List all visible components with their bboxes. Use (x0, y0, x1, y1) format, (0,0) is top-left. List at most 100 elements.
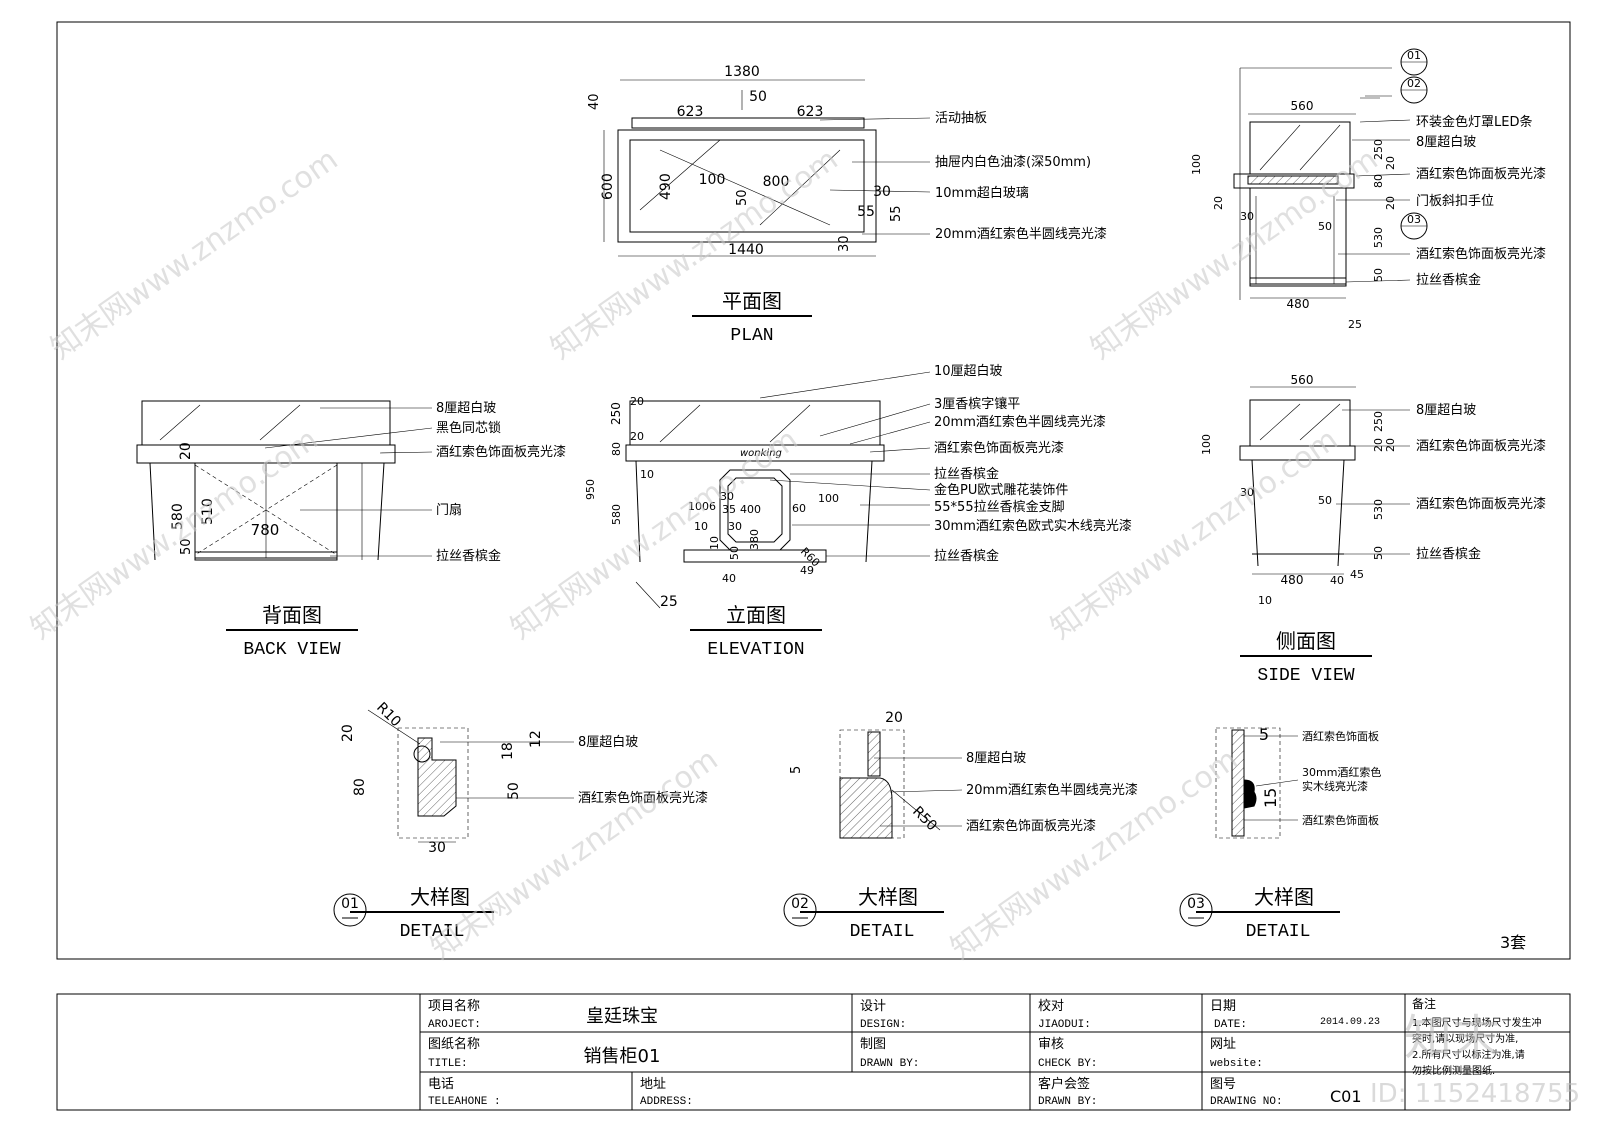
elev-callout-1: 10厘超白玻 (934, 363, 1003, 379)
watermark-site-8: 知末网www.znzmo.com (945, 742, 1245, 967)
plan-dim-800: 800 (763, 174, 790, 190)
d3-title-cn: 大样图 (1254, 885, 1314, 909)
elev-dim-380: 380 (748, 529, 761, 550)
back-callout-3: 酒红索色饰面板亮光漆 (436, 444, 566, 460)
side-top-callout-2: 8厘超白玻 (1416, 134, 1476, 150)
tb-note-line-4: 勿按比例测量图纸. (1412, 1064, 1495, 1077)
elev-callout-4: 酒红索色饰面板亮光漆 (934, 440, 1064, 456)
tb-date-label-en: DATE: (1214, 1019, 1247, 1031)
side-dim-40: 40 (1330, 574, 1344, 587)
d2-dim-20: 20 (885, 710, 903, 726)
side-top-dim-20b: 20 (1384, 196, 1397, 210)
tb-audit-label-cn: 审核 (1038, 1037, 1064, 1052)
plan-dim-623a: 623 (677, 104, 704, 120)
detail-01-view: R10 20 80 18 12 50 30 8厘超白玻 酒红索色饰面板亮光漆 0… (333, 700, 708, 942)
tb-date-label-cn: 日期 (1210, 999, 1236, 1014)
d2-callout-2: 20mm酒红索色半圆线亮光漆 (966, 782, 1138, 798)
d1-dim-20: 20 (340, 724, 356, 742)
plan-dim-55a: 55 (857, 204, 875, 220)
back-dim-780: 780 (251, 521, 280, 539)
side-top-callout-6: 拉丝香槟金 (1416, 272, 1481, 288)
tb-address-label-en: ADDRESS: (640, 1096, 693, 1108)
watermark-site-2: 知末网www.znzmo.com (545, 142, 845, 367)
plan-dim-55b: 55 (889, 205, 904, 222)
plan-callout-4: 20mm酒红索色半圆线亮光漆 (935, 226, 1107, 242)
elev-dim-400: 400 (740, 503, 761, 516)
watermark-site-6: 知末网www.znzmo.com (1045, 422, 1345, 647)
d1-dim-30: 30 (428, 840, 446, 856)
d1-dim-50: 50 (506, 782, 522, 800)
tb-phone-label-en: TELEAHONE : (428, 1096, 501, 1108)
plan-callout-2: 抽屉内白色油漆(深50mm) (935, 154, 1091, 170)
d1-marker-circle (333, 893, 367, 927)
plan-dim-623b: 623 (797, 104, 824, 120)
tb-title-value: 销售柜01 (584, 1046, 661, 1067)
svg-text:wonking: wonking (740, 448, 782, 459)
plan-title-en: PLAN (730, 326, 773, 346)
elev-dim-250: 250 (609, 402, 623, 425)
d1-dim-12: 12 (528, 730, 544, 748)
side-top-callout-4: 门板斜扣手位 (1416, 194, 1494, 209)
side-dim-20b: 20 (1384, 438, 1397, 452)
plan-dim-40: 40 (587, 93, 602, 110)
d2-marker-circle (783, 893, 817, 927)
d3-callout-4: 酒红索色饰面板 (1302, 813, 1379, 827)
side-dim-50: 50 (1372, 546, 1385, 560)
back-title-cn: 背面图 (262, 603, 322, 627)
elev-dim-10c: 10 (708, 536, 721, 550)
side-callout-3: 酒红索色饰面板亮光漆 (1416, 496, 1546, 512)
d2-num: 02 (791, 896, 809, 912)
elev-callout-7: 55*55拉丝香槟金支脚 (934, 499, 1065, 515)
d3-title-en: DETAIL (1246, 922, 1311, 942)
tb-design-label-cn: 设计 (860, 999, 886, 1014)
detail-02-view: 20 5 R50 8厘超白玻 20mm酒红索色半圆线亮光漆 酒红索色饰面板亮光漆… (783, 710, 1138, 942)
side-top-callout-1: 环装金色灯罩LED条 (1416, 114, 1532, 130)
plan-callout-3: 10mm超白玻璃 (935, 185, 1029, 201)
side-top-dim-50: 50 (1372, 268, 1385, 282)
tb-project-value: 皇廷珠宝 (586, 1006, 658, 1027)
side-dim-10: 10 (1258, 594, 1272, 607)
side-top-dim-20c: 20 (1212, 196, 1225, 210)
elev-dim-950: 950 (584, 479, 597, 500)
plan-callout-1: 活动抽板 (935, 111, 987, 126)
watermark-logo: 知末 (1404, 1010, 1500, 1066)
side-top-dim-560: 560 (1291, 99, 1314, 113)
side-top-dim-20a: 20 (1384, 156, 1397, 170)
elev-dim-10a: 10 (640, 468, 654, 481)
side-section-view: 01 02 03 560 100 250 20 80 20 530 50 20 … (1190, 48, 1546, 331)
d3-num: 03 (1187, 896, 1205, 912)
side-callout-4: 拉丝香槟金 (1416, 546, 1481, 562)
side-top-dim-100: 100 (1190, 154, 1203, 175)
d3-marker-circle (1179, 893, 1213, 927)
plan-dim-30: 30 (873, 184, 891, 200)
marker-01-label: 01 (1407, 49, 1421, 62)
d1-title-cn: 大样图 (410, 885, 470, 909)
d3-dim-15: 15 (1261, 788, 1280, 808)
elev-dim-49: 49 (800, 564, 814, 577)
side-dim-30: 30 (1240, 486, 1254, 499)
watermark: 知末网www.znzmo.com 知末网www.znzmo.com 知末网www… (25, 142, 1581, 1109)
tb-check-label-cn: 校对 (1038, 998, 1064, 1014)
tb-drawn-label-cn: 制图 (860, 1037, 886, 1052)
d3-dim-5: 5 (1259, 725, 1269, 744)
elevation-view: wonking 20 250 20 80 950 580 10 10 1006 … (584, 363, 1132, 660)
back-callout-2: 黑色同芯锁 (436, 420, 501, 436)
elev-dim-30b: 30 (728, 520, 742, 533)
side-dim-45: 45 (1350, 568, 1364, 581)
tb-note-line-3: 2.所有尺寸以标注为准,请 (1412, 1048, 1525, 1061)
elev-callout-8: 30mm酒红索色欧式实木线亮光漆 (934, 518, 1132, 534)
d1-dim-80: 80 (352, 778, 368, 796)
tb-phone-label-cn: 电话 (428, 1077, 454, 1092)
d1-callout-2: 酒红索色饰面板亮光漆 (578, 790, 708, 806)
plan-dim-50: 50 (749, 89, 767, 105)
elev-callout-3: 20mm酒红索色半圆线亮光漆 (934, 414, 1106, 430)
side-view: 560 100 250 20 20 530 50 30 50 480 40 45… (1200, 373, 1546, 686)
plan-view: 1380 50 623 623 40 600 490 100 800 50 30… (587, 64, 1107, 346)
tb-title-label-en: TITLE: (428, 1058, 468, 1070)
watermark-id: ID: 1152418755 (1370, 1079, 1580, 1109)
d2-title-cn: 大样图 (858, 885, 918, 909)
marker-02-label: 02 (1407, 77, 1421, 90)
tb-check-label-en: JIAODUI: (1038, 1019, 1091, 1031)
elev-dim-35: 35 (722, 503, 736, 516)
